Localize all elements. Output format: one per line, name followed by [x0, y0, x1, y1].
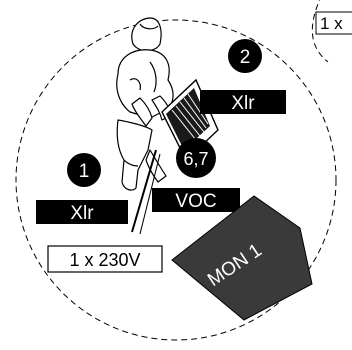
power-box: 1 x 230V	[47, 245, 163, 273]
input-badge-1: 1 Xlr	[36, 153, 128, 224]
badge-2-number: 2	[240, 47, 251, 68]
badge-67-label: VOC	[175, 191, 216, 212]
badge-1-number: 1	[79, 161, 90, 182]
performer-topview-icon	[116, 17, 174, 191]
performer-area-circle	[15, 19, 337, 341]
wedge-monitor-icon: MON 1	[171, 195, 313, 321]
power-box-partial-label: 1 x	[320, 14, 343, 33]
adjacent-area-circle	[311, 0, 329, 63]
power-box-partial: 1 x	[315, 11, 352, 35]
badge-67-number: 6,7	[183, 149, 208, 169]
badge-2-label: Xlr	[231, 93, 255, 114]
badge-1-label: Xlr	[70, 203, 94, 224]
input-badge-2: 2 Xlr	[200, 39, 286, 114]
power-box-label: 1 x 230V	[69, 250, 140, 270]
input-badge-67: 6,7 VOC	[152, 138, 240, 212]
